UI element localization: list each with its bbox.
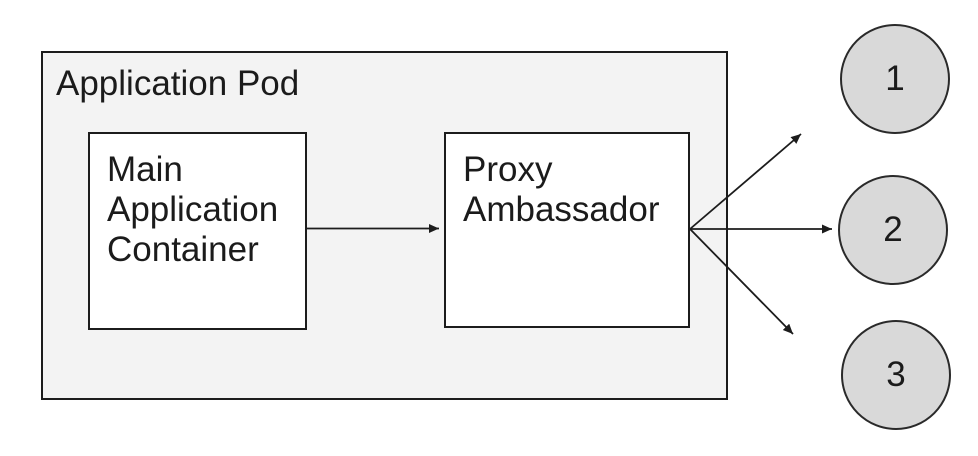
endpoint-circle-3: 3 bbox=[841, 320, 951, 430]
endpoint-circle-2: 2 bbox=[838, 175, 948, 285]
main-application-container-box: Main Application Container bbox=[88, 132, 307, 330]
proxy-ambassador-box: Proxy Ambassador bbox=[444, 132, 690, 328]
endpoint-2-label: 2 bbox=[883, 210, 903, 249]
application-pod-label: Application Pod bbox=[56, 64, 300, 103]
endpoint-circle-1: 1 bbox=[840, 24, 950, 134]
endpoint-3-label: 3 bbox=[886, 355, 906, 394]
endpoint-1-label: 1 bbox=[885, 59, 905, 98]
